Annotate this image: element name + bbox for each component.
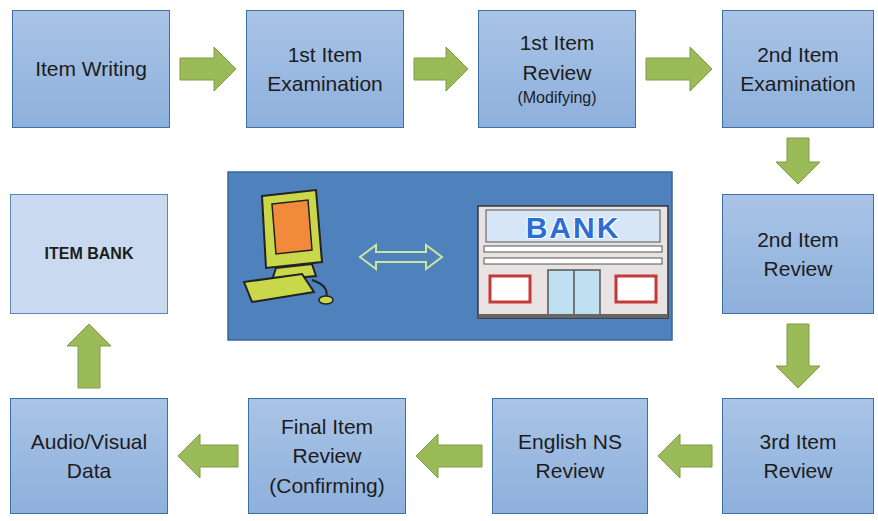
process-box: 2nd Item Review [722,194,874,314]
flow-arrow [776,324,820,388]
box-label: 3rd Item Review [731,427,865,486]
process-box: 3rd Item Review [722,398,874,514]
storage-box: ITEM BANK [10,194,168,314]
box-label: Audio/Visual Data [19,427,159,486]
process-box: 1st Item Review(Modifying) [478,10,636,128]
box-label: Item Writing [35,54,147,83]
box-label: Final Item Review (Confirming) [257,412,397,500]
illustration-panel [228,172,672,340]
computer-icon [244,190,333,304]
bank-sign: BANK [526,211,621,245]
flow-arrow [178,434,238,478]
process-box: 2nd Item Examination [722,10,874,128]
flow-arrow [776,138,820,184]
process-box: Final Item Review (Confirming) [248,398,406,514]
box-label: 1st Item Review [487,28,627,87]
box-label: 1st Item Examination [255,40,395,99]
flow-arrow [416,434,482,478]
process-box: English NS Review [492,398,648,514]
box-label: (Modifying) [517,87,596,109]
bank-building [478,206,668,318]
process-box: Item Writing [12,10,170,128]
double-arrow [360,245,442,269]
box-label: English NS Review [501,427,639,486]
box-label: 2nd Item Examination [731,40,865,99]
box-label: ITEM BANK [45,243,134,265]
box-label: 2nd Item Review [731,225,865,284]
flow-arrow [646,47,712,91]
flow-arrow [180,47,236,91]
flow-arrow [414,47,468,91]
process-box: 1st Item Examination [246,10,404,128]
flow-arrow [658,434,712,478]
process-box: Audio/Visual Data [10,398,168,514]
flow-arrow [67,324,111,388]
